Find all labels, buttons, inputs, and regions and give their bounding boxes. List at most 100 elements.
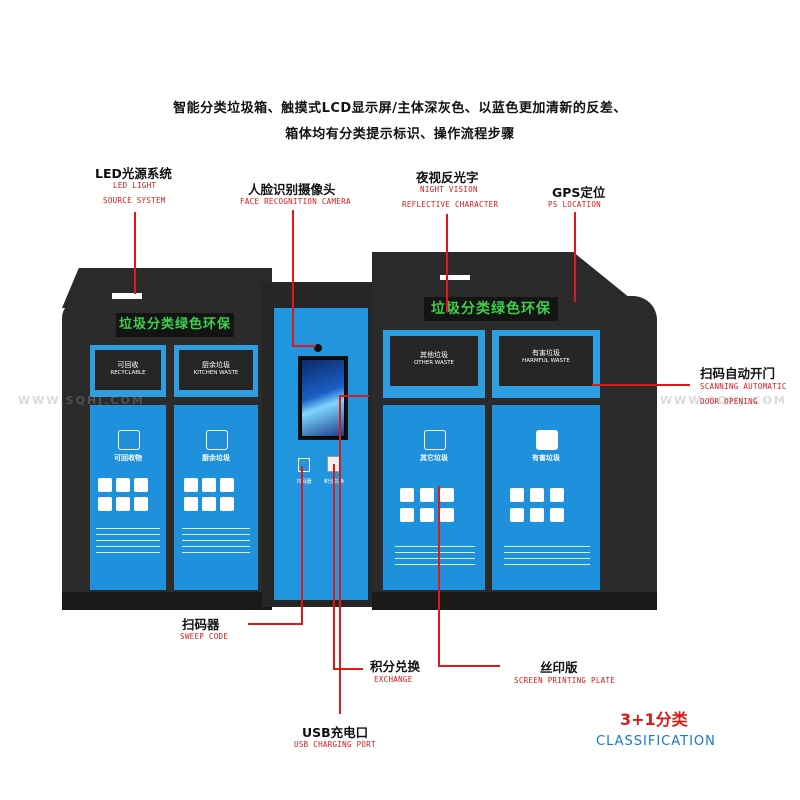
face-label-en: FACE RECOGNITION CAMERA bbox=[240, 197, 351, 206]
gps-label-cn: GPS定位 bbox=[552, 185, 606, 200]
print-label-en: SCREEN PRINTING PLATE bbox=[514, 676, 616, 685]
harmful-en: HARMFUL WASTE bbox=[522, 358, 570, 364]
camera-icon bbox=[314, 344, 322, 352]
other-example-5 bbox=[420, 508, 434, 522]
led-line bbox=[134, 212, 136, 294]
kitchen-example-3 bbox=[220, 478, 234, 492]
other-opening: 其他垃圾 OTHER WASTE bbox=[390, 336, 478, 386]
header-line-2: 箱体均有分类提示标识、操作流程步骤 bbox=[285, 127, 515, 142]
usb-label-cn: USB充电口 bbox=[302, 725, 369, 740]
kitchen-instructions bbox=[182, 528, 250, 556]
sweep-line-v bbox=[301, 466, 303, 624]
recyclable-example-5 bbox=[116, 497, 130, 511]
harmful-example-1 bbox=[510, 488, 524, 502]
other-example-6 bbox=[440, 508, 454, 522]
recyclable-example-1 bbox=[98, 478, 112, 492]
kitchen-example-5 bbox=[202, 497, 216, 511]
kitchen-panel-title: 厨余垃圾 bbox=[202, 454, 230, 462]
usb-line-top bbox=[339, 395, 369, 397]
other-cn: 其他垃圾 bbox=[420, 351, 448, 359]
night-line bbox=[446, 214, 448, 312]
sweep-label-en: SWEEP CODE bbox=[180, 632, 229, 641]
other-example-4 bbox=[400, 508, 414, 522]
scan-label: 扫码器 bbox=[296, 479, 312, 485]
exchange-line-h bbox=[333, 668, 363, 670]
screen-wallpaper bbox=[302, 360, 344, 436]
recyclable-cn: 可回收 bbox=[117, 361, 139, 369]
recyclable-example-6 bbox=[134, 497, 148, 511]
recycle-icon bbox=[118, 430, 140, 450]
recyclable-example-2 bbox=[116, 478, 130, 492]
kitchen-example-1 bbox=[184, 478, 198, 492]
print-line-h bbox=[438, 665, 500, 667]
kitchen-example-6 bbox=[220, 497, 234, 511]
night-label-cn: 夜视反光字 bbox=[416, 170, 479, 185]
right-sign: 垃圾分类绿色环保 bbox=[424, 297, 558, 321]
auto-label-en1: SCANNING AUTOMATIC bbox=[700, 382, 787, 391]
auto-label-en2: DOOR OPENING bbox=[700, 397, 758, 406]
face-label-cn: 人脸识别摄像头 bbox=[248, 182, 336, 197]
led-label-en2: SOURCE SYSTEM bbox=[103, 196, 166, 205]
recyclable-opening: 可回收 RECYCLABLE bbox=[95, 350, 161, 390]
exchange-label-en: EXCHANGE bbox=[374, 675, 413, 684]
exchange-label-cn: 积分兑换 bbox=[370, 659, 421, 674]
kitchen-icon bbox=[206, 430, 228, 450]
other-en: OTHER WASTE bbox=[413, 360, 455, 366]
harmful-example-4 bbox=[510, 508, 524, 522]
harmful-example-6 bbox=[550, 508, 564, 522]
harmful-icon bbox=[536, 430, 558, 450]
scanner-window[interactable] bbox=[298, 458, 310, 472]
led-label-en1: LED LIGHT bbox=[113, 181, 157, 190]
night-label-en1: NIGHT VISION bbox=[420, 185, 478, 194]
led-light-bar-left bbox=[112, 293, 142, 299]
left-base bbox=[62, 592, 272, 610]
gps-line bbox=[574, 212, 576, 302]
right-base bbox=[372, 592, 657, 610]
watermark-right: WWW.SQHJ.COM bbox=[660, 394, 787, 407]
auto-line bbox=[592, 384, 690, 386]
classification-cn: 3+1分类 bbox=[620, 710, 688, 729]
recyclable-example-4 bbox=[98, 497, 112, 511]
other-example-2 bbox=[420, 488, 434, 502]
harmful-example-5 bbox=[530, 508, 544, 522]
center-panel bbox=[274, 308, 368, 600]
recyclable-example-3 bbox=[134, 478, 148, 492]
harmful-example-2 bbox=[530, 488, 544, 502]
other-bin-icon bbox=[424, 430, 446, 450]
face-line bbox=[292, 210, 294, 346]
kitchen-example-2 bbox=[202, 478, 216, 492]
right-roof bbox=[372, 252, 630, 298]
harmful-example-3 bbox=[550, 488, 564, 502]
exchange-line-v bbox=[333, 464, 335, 670]
usb-label-en: USB CHARGING PORT bbox=[294, 740, 376, 749]
face-line-h bbox=[292, 345, 316, 347]
header-line-1: 智能分类垃圾箱、触摸式LCD显示屏/主体深灰色、以蓝色更加清新的反差、 bbox=[173, 101, 627, 116]
other-instructions bbox=[395, 546, 475, 568]
other-panel-title: 其它垃圾 bbox=[420, 454, 448, 462]
led-light-bar-right bbox=[440, 275, 470, 280]
recyclable-panel-title: 可回收物 bbox=[114, 454, 142, 462]
kitchen-cn: 厨余垃圾 bbox=[202, 361, 230, 369]
classification-en: CLASSIFICATION bbox=[596, 734, 716, 749]
harmful-cn: 有害垃圾 bbox=[532, 349, 560, 357]
left-sign: 垃圾分类绿色环保 bbox=[116, 313, 234, 337]
other-example-1 bbox=[400, 488, 414, 502]
kitchen-en: KITCHEN WASTE bbox=[193, 370, 239, 376]
sweep-label-cn: 扫码器 bbox=[182, 617, 220, 632]
other-example-3 bbox=[440, 488, 454, 502]
led-label-cn: LED光源系统 bbox=[95, 166, 172, 181]
kitchen-example-4 bbox=[184, 497, 198, 511]
usb-line bbox=[339, 396, 341, 714]
night-label-en2: REFLECTIVE CHARACTER bbox=[402, 200, 499, 209]
auto-label-cn: 扫码自动开门 bbox=[700, 366, 776, 381]
recyclable-en: RECYCLABLE bbox=[110, 370, 146, 376]
gps-label-en: PS LOCATION bbox=[548, 200, 601, 209]
print-line-v bbox=[438, 486, 440, 666]
watermark-left: WWW.SQHJ.COM bbox=[18, 394, 145, 407]
harmful-instructions bbox=[504, 546, 590, 568]
kitchen-opening: 厨余垃圾 KITCHEN WASTE bbox=[179, 350, 253, 390]
harmful-opening: 有害垃圾 HARMFUL WASTE bbox=[499, 336, 593, 386]
harmful-panel-title: 有害垃圾 bbox=[532, 454, 560, 462]
sweep-line-h bbox=[248, 623, 303, 625]
recyclable-instructions bbox=[96, 528, 160, 556]
